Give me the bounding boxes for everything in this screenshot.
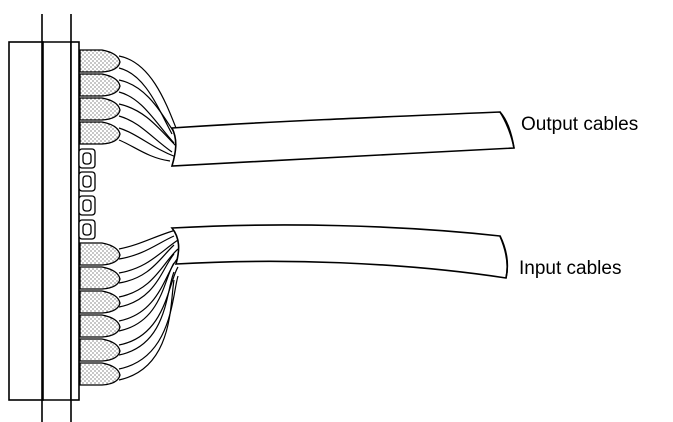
input-cable-end [499,235,509,279]
input-terminal [79,242,121,266]
output-terminal [79,73,121,97]
input-terminal [79,314,121,338]
output-cables-label: Output cables [521,114,639,135]
output-cable [170,111,515,167]
input-cables-label: Input cables [519,258,622,279]
input-terminals [79,242,121,386]
input-wire [118,229,177,250]
input-wire [118,262,175,332]
input-terminal [79,290,121,314]
empty-sockets [78,148,96,240]
empty-socket [82,223,92,236]
input-wire [118,244,175,284]
output-terminals [79,49,121,145]
connector-shell [8,41,44,401]
input-wire [118,248,179,298]
output-wire [118,67,173,135]
input-wire [118,235,175,260]
input-wire [118,266,179,346]
input-cable-jacket [170,224,508,279]
output-wire [118,139,171,162]
output-wire [118,115,173,153]
output-wire [118,55,177,129]
input-terminal [79,338,121,362]
output-wire [118,103,179,149]
output-wire [118,91,175,144]
input-wires [118,229,179,381]
connector-body [8,14,80,422]
input-wire [118,275,179,370]
input-terminal [79,362,121,386]
output-cable-end [499,111,515,149]
connector-plate [70,41,80,401]
input-wire [118,271,175,356]
input-wire [118,253,175,308]
input-cable [170,224,509,279]
input-wire [118,239,179,274]
output-cable-jacket [170,111,515,167]
output-terminal [79,49,121,73]
empty-socket [82,152,92,165]
output-wire [118,127,177,158]
input-wire [118,279,175,381]
connector-flange [41,14,72,422]
output-terminal [79,97,121,121]
input-terminal [79,266,121,290]
output-wires [118,55,179,162]
empty-socket [82,175,92,188]
output-terminal [79,121,121,145]
empty-socket [82,199,92,212]
